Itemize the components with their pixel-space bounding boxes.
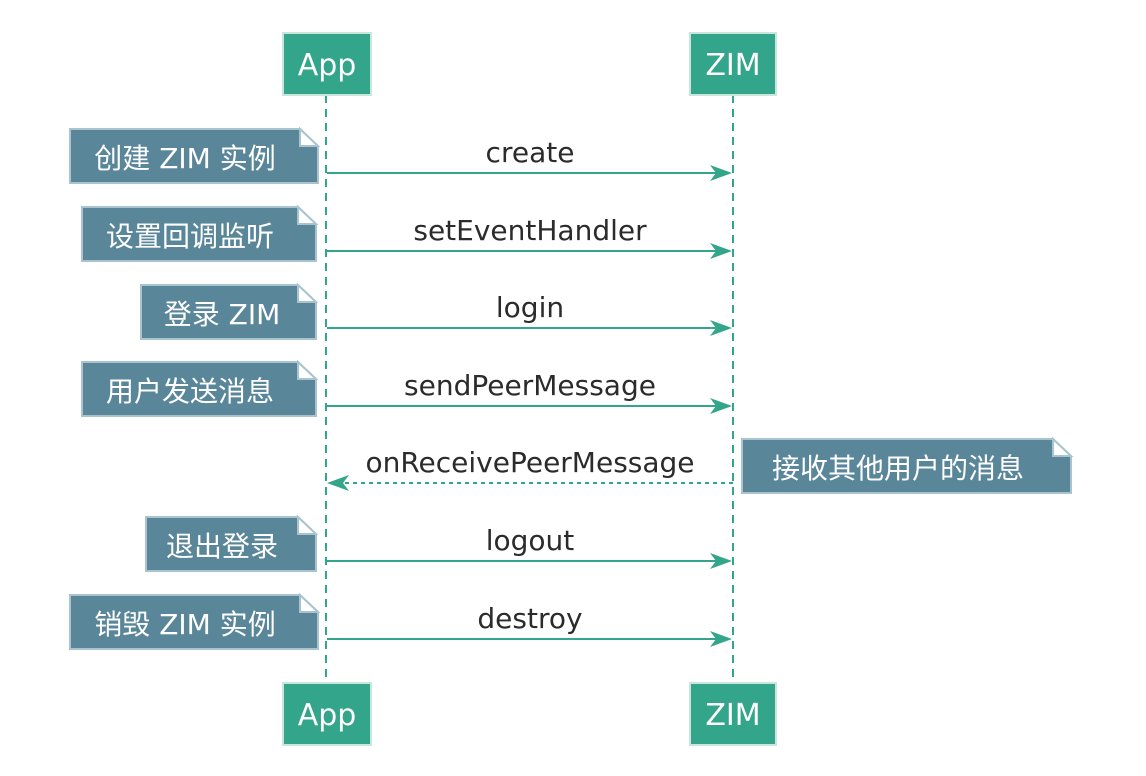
note-send-peer-message: 用户发送消息 (81, 359, 319, 417)
participant-zim-bottom-label: ZIM (705, 698, 760, 733)
note-on-receive-peer-message-text: 接收其他用户的消息 (772, 452, 1024, 485)
message-create: create (327, 136, 732, 181)
message-set-event-handler-label: setEventHandler (413, 214, 647, 247)
message-send-peer-message-label: sendPeerMessage (404, 369, 656, 402)
message-login: login (327, 291, 732, 336)
note-destroy: 销毁 ZIM 实例 (69, 592, 321, 650)
participant-app-bottom-label: App (298, 698, 357, 733)
note-logout: 退出登录 (145, 514, 319, 572)
note-logout-text: 退出登录 (166, 530, 278, 563)
message-destroy: destroy (327, 602, 732, 647)
message-create-label: create (486, 136, 575, 169)
message-on-receive-peer-message: onReceivePeerMessage (327, 446, 733, 491)
note-send-peer-message-text: 用户发送消息 (106, 375, 274, 408)
note-on-receive-peer-message: 接收其他用户的消息 (741, 436, 1074, 494)
message-send-peer-message: sendPeerMessage (327, 369, 732, 414)
participant-zim-top-label: ZIM (705, 48, 760, 83)
message-logout: logout (327, 524, 732, 569)
note-create: 创建 ZIM 实例 (69, 126, 321, 184)
note-login-text: 登录 ZIM (164, 298, 281, 331)
note-set-event-handler: 设置回调监听 (81, 204, 319, 262)
participant-app-top-label: App (298, 48, 357, 83)
message-set-event-handler: setEventHandler (327, 214, 732, 259)
participant-zim-bottom: ZIM (689, 682, 777, 746)
note-set-event-handler-text: 设置回调监听 (106, 220, 274, 253)
message-logout-label: logout (486, 524, 575, 557)
note-create-text: 创建 ZIM 实例 (94, 142, 275, 175)
note-login: 登录 ZIM (140, 282, 319, 340)
note-destroy-text: 销毁 ZIM 实例 (94, 608, 275, 641)
message-login-label: login (496, 291, 564, 324)
participant-app-bottom: App (282, 682, 372, 746)
participant-zim-top: ZIM (689, 32, 777, 96)
message-on-receive-peer-message-label: onReceivePeerMessage (365, 446, 694, 479)
participant-app-top: App (282, 32, 372, 96)
message-destroy-label: destroy (477, 602, 582, 635)
